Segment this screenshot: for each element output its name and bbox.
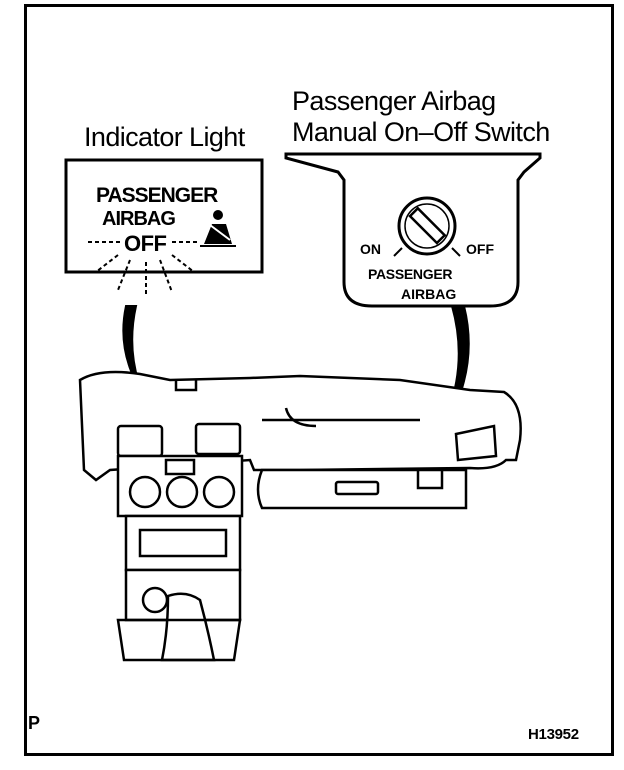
switch-off-label: OFF [466, 241, 494, 257]
switch-text-passenger: PASSENGER [368, 266, 453, 282]
light-rays [88, 241, 200, 296]
figure-code: H13952 [528, 726, 579, 743]
switch-label-line1: Passenger Airbag [292, 86, 496, 116]
seatbelt-passenger-icon [200, 210, 236, 247]
corner-mark: P [28, 713, 41, 733]
dashboard [78, 370, 522, 662]
indicator-light-label: Indicator Light [84, 122, 245, 152]
indicator-text-off: OFF [124, 231, 167, 256]
indicator-text-airbag: AIRBAG [102, 208, 176, 230]
switch-on-label: ON [360, 241, 381, 257]
switch-text-airbag: AIRBAG [401, 286, 457, 302]
indicator-text-passenger: PASSENGER [96, 184, 218, 207]
switch-label-line2: Manual On–Off Switch [292, 117, 550, 147]
airbag-switch-panel [284, 152, 542, 308]
indicator-light-panel [64, 158, 264, 296]
key-switch-icon [393, 196, 461, 257]
